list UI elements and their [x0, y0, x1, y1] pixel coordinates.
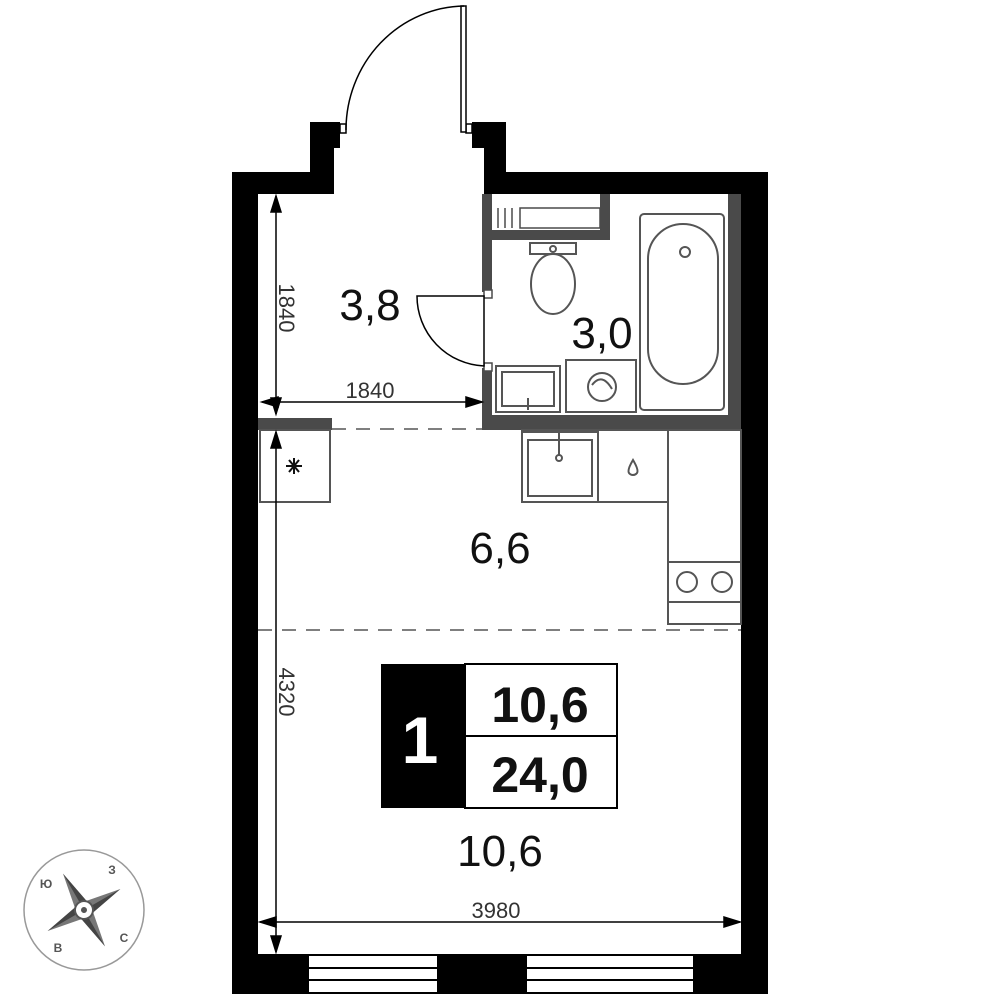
bathroom-wall-left-upper	[482, 194, 492, 292]
wall-top-right	[484, 172, 768, 194]
dim-hallway-height: 1840	[274, 284, 299, 333]
wall-entry-left-pillar	[310, 148, 334, 194]
stove-burner-left-icon	[676, 571, 698, 593]
freezer-snowflake-icon	[286, 458, 302, 474]
wall-bottom-left	[232, 954, 308, 994]
window-right	[525, 954, 695, 994]
compass-label-v: В	[54, 941, 63, 955]
zone-separators	[258, 428, 741, 631]
room-area-living: 10,6	[457, 827, 543, 876]
wall-right	[741, 172, 768, 972]
bathtub-drain-icon	[679, 246, 691, 258]
compass-rose-icon	[47, 873, 121, 947]
room-area-hallway: 3,8	[339, 281, 400, 330]
bathroom-wall-left-lower	[482, 368, 492, 430]
bathroom-door	[416, 289, 493, 372]
washing-machine-drum-icon	[587, 372, 617, 402]
badge-living-area: 10,6	[491, 677, 588, 733]
bathroom-duct-details	[497, 207, 601, 229]
wall-entry-right-cap	[472, 122, 506, 148]
dim-total-width: 3980	[472, 898, 521, 923]
bathroom-duct-bottom	[492, 230, 610, 240]
wall-bottom-right	[694, 954, 768, 994]
compass-label-yu: Ю	[40, 877, 52, 891]
wall-left	[232, 172, 258, 972]
entry-door	[339, 5, 473, 134]
toilet-bowl	[530, 253, 576, 315]
dim-main-height: 4320	[274, 668, 299, 717]
dimension-lines	[257, 193, 743, 955]
entry-door-leaf	[460, 5, 467, 133]
badge-rooms-box	[381, 664, 465, 808]
window-left	[307, 954, 439, 994]
bathroom-door-swing	[416, 295, 485, 367]
stove-burner-right-icon	[711, 571, 733, 593]
compass-label-z: З	[108, 863, 116, 877]
bathroom-wall-bottom	[482, 415, 741, 430]
apartment-badge: 1 10,6 24,0	[381, 663, 618, 809]
compass-label-s: С	[120, 931, 129, 945]
bathtub-inner	[647, 223, 719, 385]
kitchen-fixtures	[259, 429, 742, 625]
kitchen-partition-stub	[258, 418, 332, 430]
wall-entry-left-cap	[310, 122, 340, 148]
room-area-bathroom: 3,0	[571, 309, 632, 358]
bathroom-fixtures	[495, 213, 725, 413]
room-area-kitchen: 6,6	[469, 524, 530, 573]
wall-bottom-mid	[438, 954, 526, 994]
compass: З Ю В С	[23, 849, 145, 971]
entry-door-swing	[345, 5, 465, 131]
badge-total-area: 24,0	[491, 747, 588, 803]
badge-rooms-count: 1	[402, 703, 439, 777]
water-drop-icon	[627, 458, 639, 476]
exterior-walls	[232, 122, 768, 994]
windows	[307, 954, 695, 994]
bathroom-partitions	[258, 194, 741, 430]
bathroom-duct-side	[600, 194, 610, 240]
bathroom-wall-right-inner	[728, 194, 741, 430]
dim-hallway-width: 1840	[346, 378, 395, 403]
